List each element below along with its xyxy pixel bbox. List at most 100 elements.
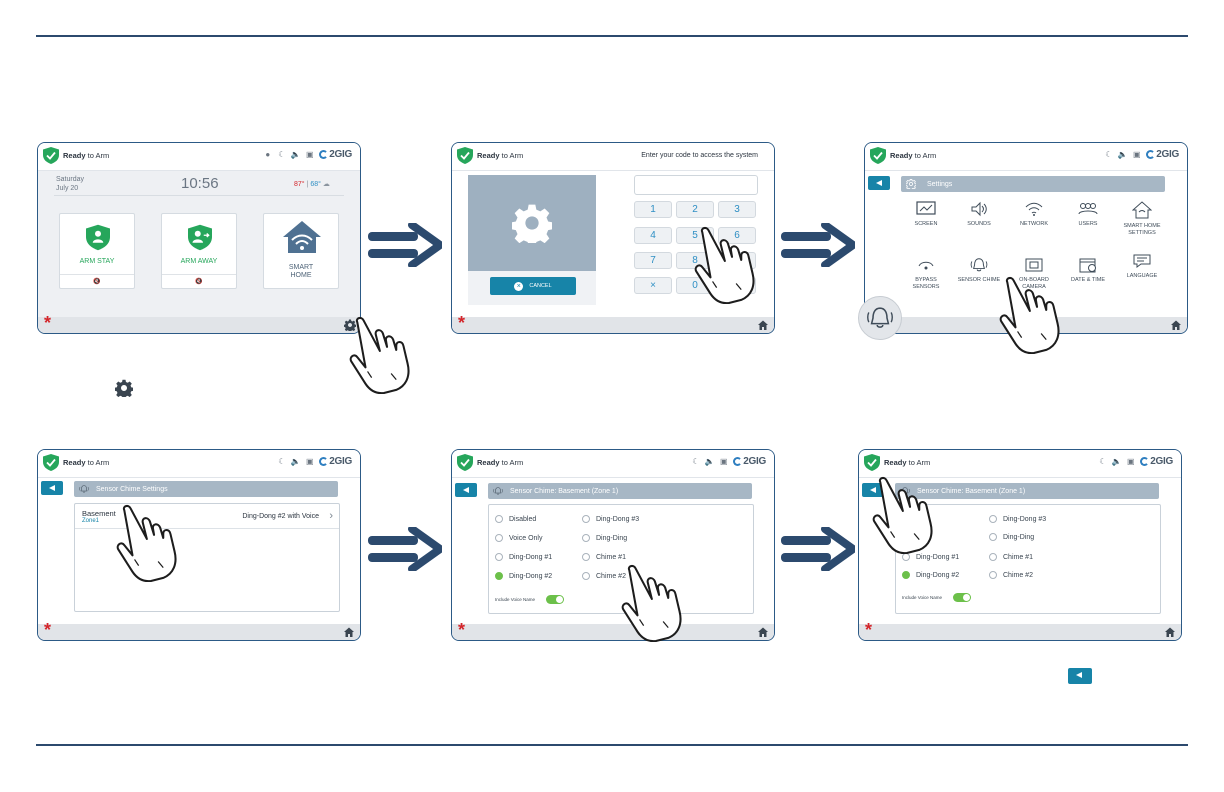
settings-item-sounds[interactable]: SOUNDS bbox=[956, 201, 1002, 228]
next-arrow-icon bbox=[368, 223, 442, 267]
chime-option[interactable]: Ding-Dong #1 bbox=[495, 553, 552, 561]
camera-status-icon[interactable]: ▣ bbox=[306, 150, 314, 159]
chime-options: Ding-Dong #1 Ding-Dong #2 Ding-Dong #3 D… bbox=[895, 504, 1161, 614]
title-bar: Sensor Chime Settings bbox=[74, 481, 338, 497]
arm-stay-tile[interactable]: ARM STAY 🔇 bbox=[59, 213, 135, 289]
settings-item-language[interactable]: LANGUAGE bbox=[1119, 253, 1165, 280]
brand-logo: 2GIG bbox=[319, 456, 352, 467]
code-prompt: Enter your code to access the system bbox=[641, 152, 758, 159]
key-7[interactable]: 7 bbox=[634, 252, 672, 269]
chime-option[interactable]: Ding-Ding bbox=[582, 534, 627, 542]
key-4[interactable]: 4 bbox=[634, 227, 672, 244]
camera-status-icon[interactable]: ▣ bbox=[720, 457, 728, 466]
back-button[interactable] bbox=[41, 481, 63, 495]
chime-option-selected[interactable]: Ding-Dong #2 bbox=[495, 572, 552, 580]
moon-icon[interactable]: ☾ bbox=[278, 150, 286, 159]
emergency-icon[interactable]: * bbox=[458, 313, 466, 333]
settings-item-network[interactable]: NETWORK bbox=[1011, 201, 1057, 228]
next-arrow-icon bbox=[368, 527, 442, 571]
volume-icon[interactable]: 🔈 bbox=[290, 457, 301, 466]
chime-option[interactable]: Ding-Dong #3 bbox=[989, 515, 1046, 523]
volume-icon[interactable]: 🔈 bbox=[1111, 457, 1122, 466]
bell-icon bbox=[969, 257, 989, 273]
settings-item-date-time[interactable]: DATE & TIME bbox=[1065, 257, 1111, 284]
mute-icon[interactable]: 🔇 bbox=[60, 274, 134, 288]
chime-option[interactable]: Ding-Ding bbox=[989, 533, 1034, 541]
emergency-icon[interactable]: * bbox=[458, 620, 466, 640]
key-clear[interactable]: × bbox=[634, 277, 672, 294]
ready-shield-icon bbox=[870, 147, 886, 164]
home-icon[interactable] bbox=[1171, 320, 1181, 330]
gear-icon bbox=[906, 179, 916, 189]
chime-option[interactable]: Chime #2 bbox=[989, 571, 1033, 579]
back-button-glyph bbox=[1068, 668, 1092, 684]
camera-icon bbox=[1025, 258, 1043, 272]
settings-item-smart-home[interactable]: SMART HOME SETTINGS bbox=[1119, 201, 1165, 236]
camera-status-icon[interactable]: ▣ bbox=[306, 457, 314, 466]
home-icon[interactable] bbox=[758, 320, 768, 330]
camera-status-icon[interactable]: ▣ bbox=[1127, 457, 1135, 466]
settings-item-camera[interactable]: ON-BOARD CAMERA bbox=[1011, 257, 1057, 290]
cancel-button[interactable]: × CANCEL bbox=[490, 277, 576, 295]
arm-away-tile[interactable]: ARM AWAY 🔇 bbox=[161, 213, 237, 289]
chime-option[interactable]: Disabled bbox=[495, 515, 536, 523]
chime-option[interactable]: Chime #2 bbox=[582, 572, 626, 580]
chime-options: Disabled Voice Only Ding-Dong #1 Ding-Do… bbox=[488, 504, 754, 614]
voice-name-toggle[interactable] bbox=[953, 593, 971, 602]
emergency-icon[interactable]: * bbox=[44, 620, 52, 640]
back-button[interactable] bbox=[455, 483, 477, 497]
brand-logo: 2GIG bbox=[733, 456, 766, 467]
code-input[interactable] bbox=[634, 175, 758, 195]
mute-icon[interactable]: 🔇 bbox=[162, 274, 236, 288]
ready-status: Ready to Arm bbox=[477, 458, 524, 467]
home-icon[interactable] bbox=[758, 627, 768, 637]
alert-icon[interactable]: ● bbox=[265, 150, 271, 159]
camera-status-icon[interactable]: ▣ bbox=[1133, 150, 1141, 159]
home-icon[interactable] bbox=[344, 627, 354, 637]
back-button[interactable] bbox=[868, 176, 890, 190]
person-shield-icon bbox=[86, 224, 110, 251]
moon-icon[interactable]: ☾ bbox=[278, 457, 286, 466]
volume-icon[interactable]: 🔈 bbox=[1117, 150, 1128, 159]
title-bar: Sensor Chime: Basement (Zone 1) bbox=[895, 483, 1159, 499]
settings-item-bypass-sensors[interactable]: BYPASS SENSORS bbox=[903, 257, 949, 290]
settings-item-users[interactable]: USERS bbox=[1065, 201, 1111, 228]
brand-logo: 2GIG bbox=[1146, 149, 1179, 160]
chime-option[interactable]: Ding-Dong #1 bbox=[902, 553, 959, 561]
key-3[interactable]: 3 bbox=[718, 201, 756, 218]
sensor-row-basement[interactable]: Basement Zone1 Ding-Dong #2 with Voice › bbox=[75, 506, 339, 529]
chime-option[interactable]: Chime #1 bbox=[582, 553, 626, 561]
moon-icon[interactable]: ☾ bbox=[692, 457, 700, 466]
chime-option-selected[interactable]: Ding-Dong #2 bbox=[902, 571, 959, 579]
settings-item-sensor-chime[interactable]: SENSOR CHIME bbox=[956, 257, 1002, 284]
clock: 10:56 bbox=[181, 175, 219, 192]
emergency-icon[interactable]: * bbox=[44, 313, 52, 333]
chime-option[interactable]: Ding-Dong #3 bbox=[582, 515, 639, 523]
screen-icon bbox=[916, 201, 936, 215]
tap-hand-icon bbox=[345, 312, 427, 394]
moon-icon[interactable]: ☾ bbox=[1105, 150, 1113, 159]
key-6[interactable]: 6 bbox=[718, 227, 756, 244]
title-bar: Sensor Chime: Basement (Zone 1) bbox=[488, 483, 752, 499]
key-1[interactable]: 1 bbox=[634, 201, 672, 218]
settings-item-screen[interactable]: SCREEN bbox=[903, 201, 949, 228]
gear-icon bbox=[512, 203, 552, 243]
emergency-icon[interactable]: * bbox=[865, 620, 873, 640]
volume-icon[interactable]: 🔈 bbox=[704, 457, 715, 466]
chime-option[interactable]: Chime #1 bbox=[989, 553, 1033, 561]
next-arrow-icon bbox=[781, 527, 855, 571]
home-icon[interactable] bbox=[1165, 627, 1175, 637]
key-2[interactable]: 2 bbox=[676, 201, 714, 218]
chevron-right-icon: › bbox=[329, 510, 333, 522]
moon-icon[interactable]: ☾ bbox=[1099, 457, 1107, 466]
panel-chime-options: Ready to Arm ☾ 🔈 ▣ 2GIG Sensor Chime: Ba… bbox=[451, 449, 775, 641]
chat-icon bbox=[1133, 254, 1151, 268]
volume-icon[interactable]: 🔈 bbox=[290, 150, 301, 159]
chime-option[interactable]: Voice Only bbox=[495, 534, 542, 542]
voice-name-toggle[interactable] bbox=[546, 595, 564, 604]
speaker-icon bbox=[971, 201, 987, 217]
back-button[interactable] bbox=[862, 483, 884, 497]
